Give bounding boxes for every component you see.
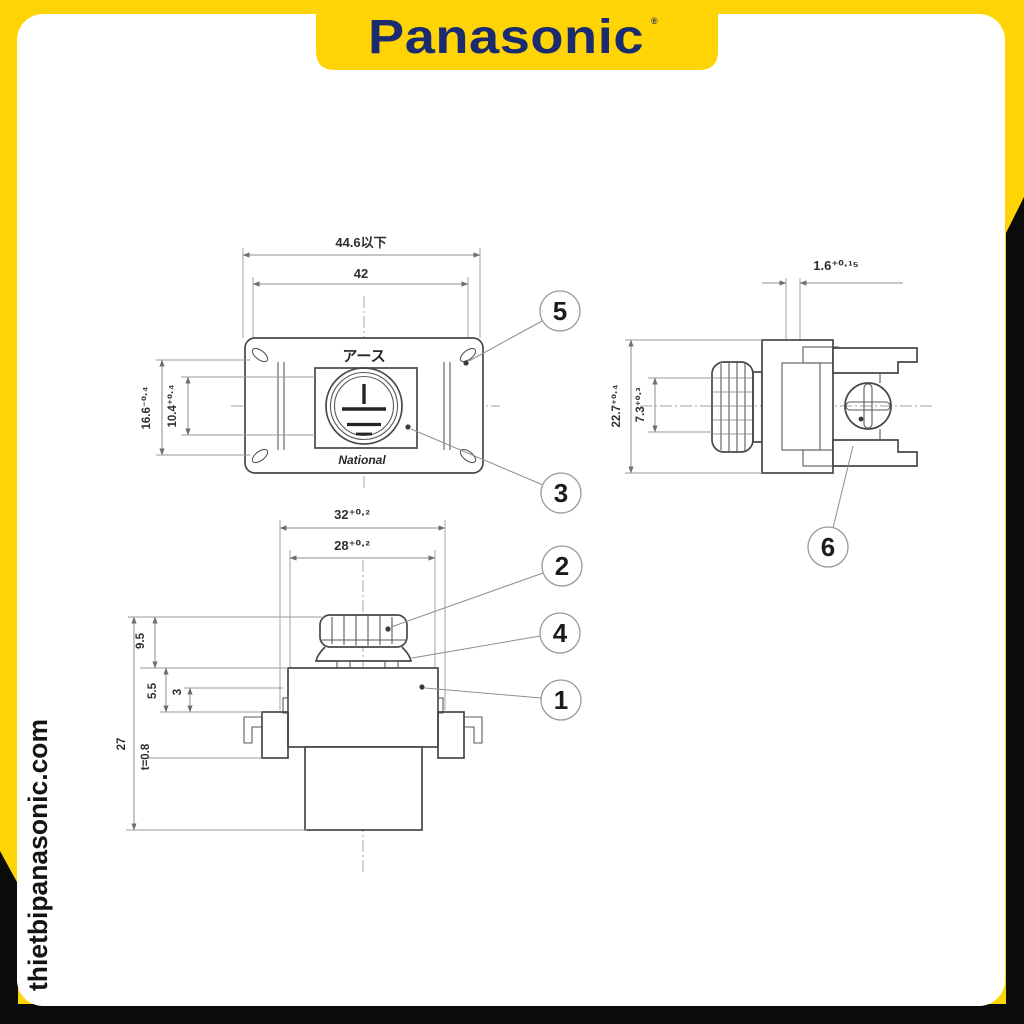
bottom-cylinder [304, 746, 423, 831]
callout-2: 2 [541, 545, 583, 587]
side-height-extlines [625, 339, 762, 474]
callout-6-number: 6 [821, 532, 835, 562]
front-height-extlines [156, 359, 315, 456]
logo-banner: Panasonic ® [316, 0, 718, 70]
leader-3 [410, 428, 544, 486]
front-corner-slot-tr [459, 347, 477, 363]
leader-5 [468, 320, 543, 362]
callout-2-number: 2 [555, 551, 569, 581]
bottom-body-lug-left [282, 697, 289, 714]
callout-4-number: 4 [553, 618, 568, 648]
side-dim-inner: 7.3⁺⁰·³ [635, 387, 647, 422]
screw-icon [844, 382, 892, 430]
side-view: 1.6⁺⁰·¹⁵ 22.7⁺⁰·⁴ 7.3⁺⁰·³ [611, 258, 935, 474]
front-side-ribs [277, 362, 451, 450]
content-card [17, 14, 1005, 1006]
front-dim-height-outer: 16.6⁻⁰·⁴ [141, 386, 153, 429]
callout-3-number: 3 [554, 478, 568, 508]
panasonic-logo-text: Panasonic [368, 11, 644, 64]
side-knob-knurl [713, 377, 752, 435]
side-bracket-arm-bottom [832, 439, 918, 467]
bottom-hook-right [464, 716, 483, 744]
front-terminal-ring-outer [325, 367, 403, 445]
front-brand-label: National [338, 453, 386, 467]
leader-2 [390, 572, 544, 628]
leader-dot-2 [385, 626, 391, 632]
side-dim-tab: 1.6⁺⁰·¹⁵ [813, 258, 858, 273]
front-view: 44.6以下 42 アース National 16.6⁻⁰·⁴ 10.4⁺⁰·⁴ [141, 235, 500, 490]
callout-1-number: 1 [554, 685, 568, 715]
bottom-left-extlines [126, 616, 322, 831]
side-body-inner [781, 362, 821, 451]
bottom-dim-thickness: t=0.8 [140, 743, 152, 770]
front-terminal-ring-inner [333, 375, 395, 437]
bottom-dim-knob: 9.5 [135, 632, 147, 649]
front-dim-width-max: 44.6以下 [335, 235, 386, 250]
side-bracket-arm-top [832, 347, 918, 374]
bottom-dim-width-inner: 28⁺⁰·² [334, 538, 370, 553]
callout-6: 6 [807, 526, 849, 568]
front-dim-width: 42 [354, 266, 368, 281]
bottom-hook-left [243, 716, 262, 744]
side-knob [711, 361, 754, 453]
callout-3: 3 [540, 472, 582, 514]
side-dim-height: 22.7⁺⁰·⁴ [611, 384, 623, 427]
front-body-outline [244, 337, 484, 474]
callout-1: 1 [540, 679, 582, 721]
front-corner-slot-tl [251, 347, 269, 363]
bottom-body [287, 667, 439, 748]
leader-6 [832, 445, 854, 529]
bottom-tab-right [437, 711, 465, 759]
leader-lines [390, 320, 854, 699]
leader-4 [411, 635, 541, 659]
front-width-extlines [242, 248, 481, 338]
site-watermark-text: thietbipanasonic.com [23, 719, 53, 991]
callout-5: 5 [539, 290, 581, 332]
bottom-knob-ribs [331, 615, 393, 646]
bottom-dim-width-outer: 32⁺⁰·² [334, 507, 370, 522]
side-knob-ribs [720, 362, 746, 452]
front-terminal-ring-mid [329, 371, 399, 441]
front-corner-slot-bl [251, 448, 269, 464]
bottom-skirt [314, 646, 413, 662]
bottom-dim-step: 5.5 [147, 682, 159, 699]
callout-4: 4 [539, 612, 581, 654]
bottom-body-lug-right [437, 697, 444, 714]
leader-1 [424, 687, 542, 699]
bottom-knob [319, 614, 408, 648]
side-body [761, 339, 834, 474]
leader-dot-6 [858, 416, 864, 422]
leader-dot-1 [419, 684, 425, 690]
bottom-dim-depth: 27 [116, 738, 128, 751]
front-dim-height-inner: 10.4⁺⁰·⁴ [167, 384, 179, 427]
front-face-label: アース [342, 348, 385, 365]
bottom-dim-gap: 3 [172, 689, 184, 695]
bottom-width-extlines [279, 520, 446, 710]
bottom-view: 32⁺⁰·² 28⁺⁰·² 9.5 5.5 3 t=0.8 27 [116, 507, 483, 872]
side-tab-extlines [785, 278, 801, 345]
leader-dot-5 [463, 360, 469, 366]
leader-dot-3 [405, 424, 411, 430]
registered-mark: ® [651, 16, 658, 26]
bottom-tab-left [261, 711, 289, 759]
ground-symbol-icon [342, 384, 386, 436]
logo-banner-shape [316, 0, 718, 70]
callout-5-number: 5 [553, 296, 567, 326]
